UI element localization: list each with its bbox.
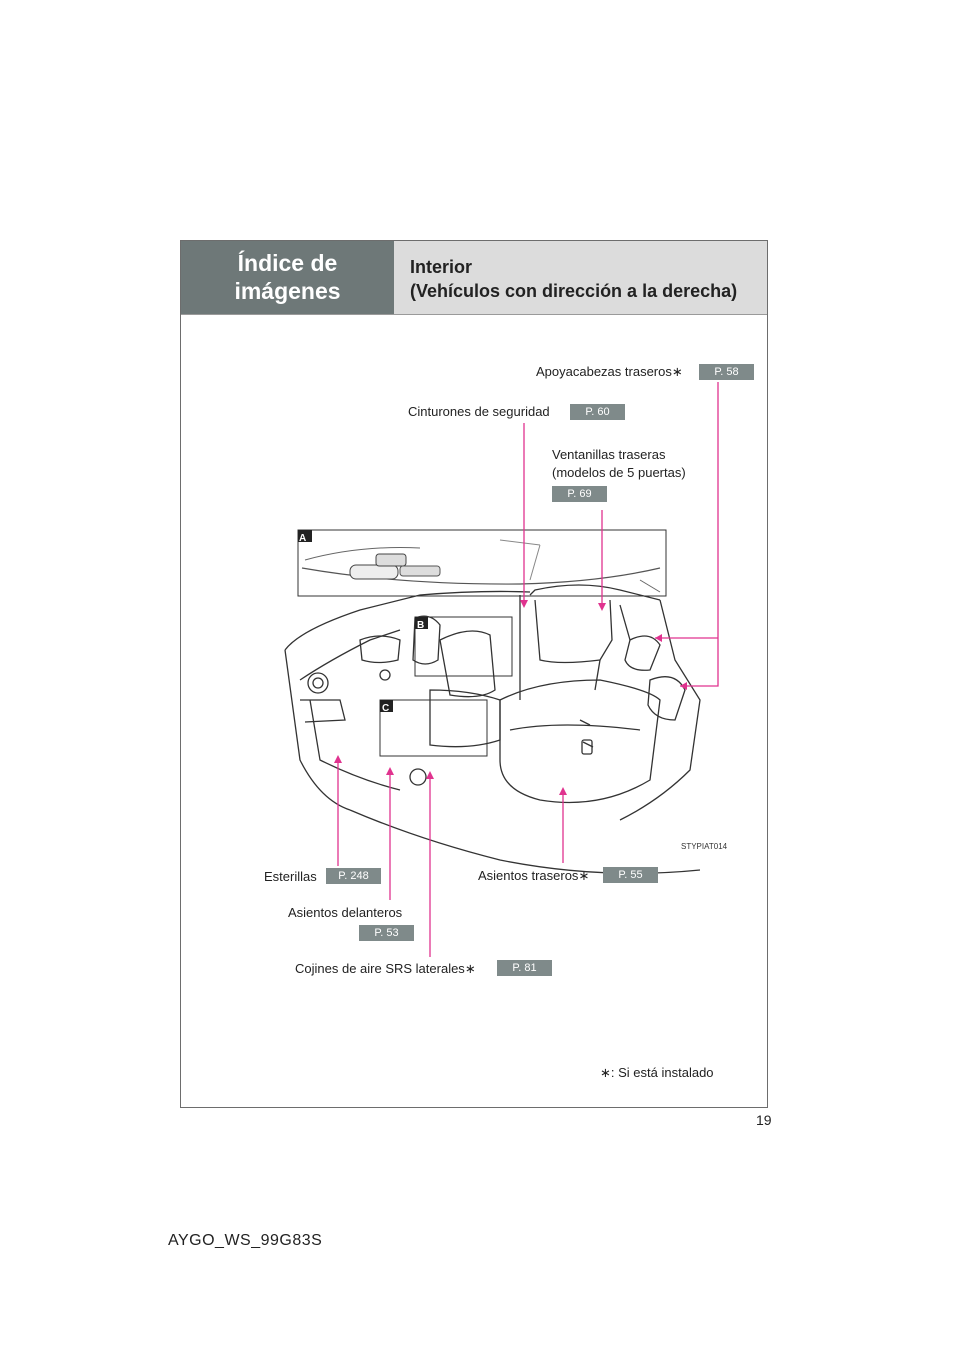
asterisk-icon: ∗ [600,1065,611,1080]
headrests-page-link[interactable]: P. 58 [699,364,754,380]
asterisk-icon: ∗ [464,961,476,976]
marker-c: C [382,703,389,714]
seatbelts-page-link[interactable]: P. 60 [570,404,625,420]
page-number: 19 [756,1112,772,1128]
detail-a-panel [297,529,667,597]
image-code: STYPIAT014 [681,842,728,851]
page-title-line1: Interior [410,257,473,277]
page-title: Interior (Vehículos con dirección a la d… [394,241,767,314]
callout-front-seats-label: Asientos delanteros [288,905,403,920]
callout-side-airbags-label: Cojines de aire SRS laterales∗ [295,961,476,976]
marker-b: B [417,620,424,631]
callout-headrests-label: Apoyacabezas traseros∗ [536,364,683,379]
page-frame: Índice de imágenes Interior (Vehículos c… [180,240,768,1108]
header-divider [181,314,767,315]
page-title-line2: (Vehículos con dirección a la derecha) [410,281,738,302]
asterisk-icon: ∗ [671,364,683,379]
marker-a: A [299,533,306,544]
callout-rear-windows-line2: (modelos de 5 puertas) [552,465,686,480]
section-title-line2: imágenes [234,277,341,304]
callout-floor-mats-label: Esterillas [264,869,317,884]
leader-arrows [334,600,687,795]
section-title-line1: Índice de [237,249,338,276]
section-tab: Índice de imágenes [181,241,394,314]
asterisk-icon: ∗ [578,868,590,883]
floor-mats-page-link[interactable]: P. 248 [326,868,381,884]
detail-b-panel [414,616,513,677]
leader-lines [337,382,719,957]
footer-code: AYGO_WS_99G83S [168,1232,323,1249]
footnote: ∗: Si está instalado [600,1065,714,1080]
callout-seatbelts-label: Cinturones de seguridad [408,404,550,419]
front-seats-page-link[interactable]: P. 53 [359,925,414,941]
detail-c-panel [379,699,488,757]
car-body [284,584,701,874]
side-airbags-page-link[interactable]: P. 81 [497,960,552,976]
rear-windows-page-link[interactable]: P. 69 [552,486,607,502]
callout-rear-seats-label: Asientos traseros∗ [478,868,590,883]
callout-rear-windows-line1: Ventanillas traseras [552,447,666,462]
rear-seats-page-link[interactable]: P. 55 [603,867,658,883]
